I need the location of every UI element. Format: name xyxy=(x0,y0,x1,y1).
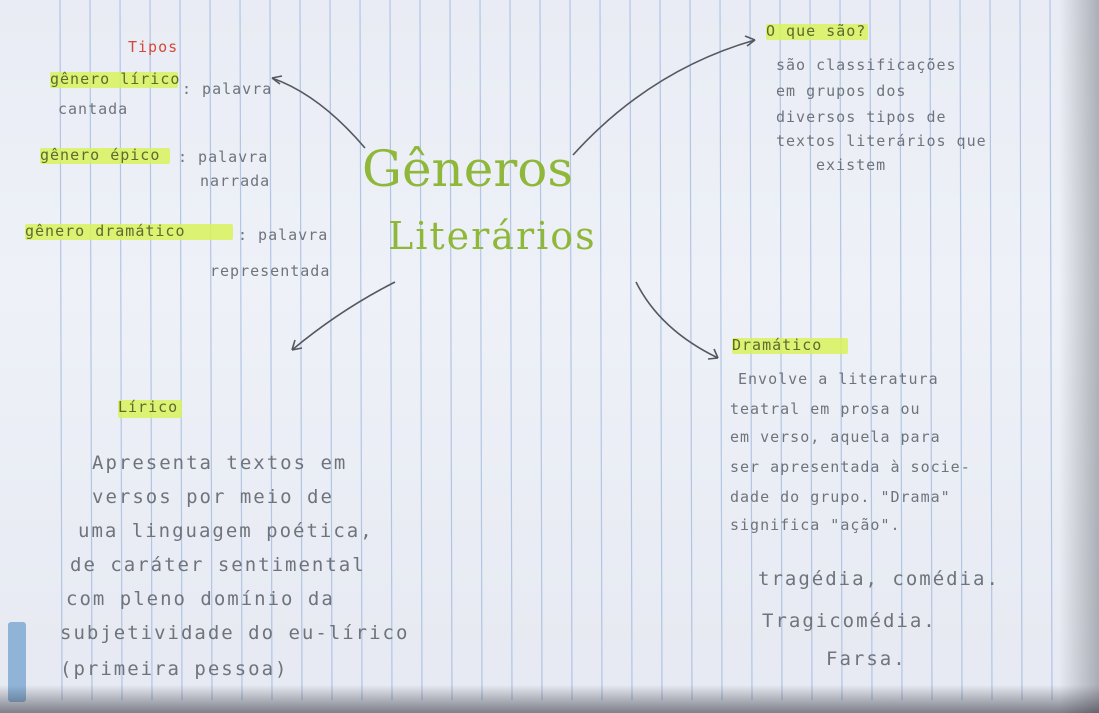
tipos-item-label: gênero épico xyxy=(40,146,161,164)
lirico-line: (primeira pessoa) xyxy=(60,658,289,680)
lirico-line: com pleno domínio da xyxy=(66,588,335,610)
dramatico-line: ser apresentada à socie- xyxy=(730,458,971,476)
tipos-item-desc: narrada xyxy=(200,172,271,190)
dramatico-line: dade do grupo. "Drama" xyxy=(730,488,951,506)
lirico-line: uma linguagem poética, xyxy=(78,520,374,542)
o-que-sao-line: existem xyxy=(816,156,887,174)
o-que-sao-line: em grupos dos xyxy=(776,82,907,100)
dramatico-line: em verso, aquela para xyxy=(730,428,941,446)
lirico-line: Apresenta textos em xyxy=(92,452,348,474)
tipos-item-label: gênero dramático xyxy=(25,222,186,240)
center-title-line2: Literários xyxy=(388,214,597,258)
o-que-sao-heading: O que são? xyxy=(766,22,867,40)
lirico-line: versos por meio de xyxy=(92,486,334,508)
tipos-item-desc: : palavra xyxy=(182,80,273,98)
tipos-item-label: gênero lírico xyxy=(50,70,181,88)
o-que-sao-line: são classificações xyxy=(776,56,957,74)
dramatico-example: Farsa. xyxy=(826,648,907,670)
lirico-line: de caráter sentimental xyxy=(70,554,366,576)
lirico-line: subjetividade do eu-lírico xyxy=(60,622,410,644)
tipos-item-desc: cantada xyxy=(58,100,129,118)
dramatico-example: tragédia, comédia. xyxy=(758,568,1000,590)
tipos-item-desc: : palavra xyxy=(178,148,269,166)
tipos-heading: Tipos xyxy=(128,38,179,56)
o-que-sao-line: diversos tipos de xyxy=(776,108,947,126)
center-title-line1: Gêneros xyxy=(362,140,573,198)
page-shadow xyxy=(1059,0,1099,713)
notebook-tab xyxy=(8,622,26,702)
dramatico-example: Tragicomédia. xyxy=(762,610,937,632)
dramatico-heading: Dramático xyxy=(732,336,823,354)
dramatico-line: teatral em prosa ou xyxy=(730,400,921,418)
page-bottom-shadow xyxy=(0,685,1099,713)
tipos-item-desc: representada xyxy=(210,262,331,280)
lirico-heading: Lírico xyxy=(118,398,179,416)
dramatico-line: significa "ação". xyxy=(730,516,901,534)
tipos-item-desc: : palavra xyxy=(238,226,329,244)
o-que-sao-line: textos literários que xyxy=(776,132,987,150)
dramatico-line: Envolve a literatura xyxy=(738,370,939,388)
